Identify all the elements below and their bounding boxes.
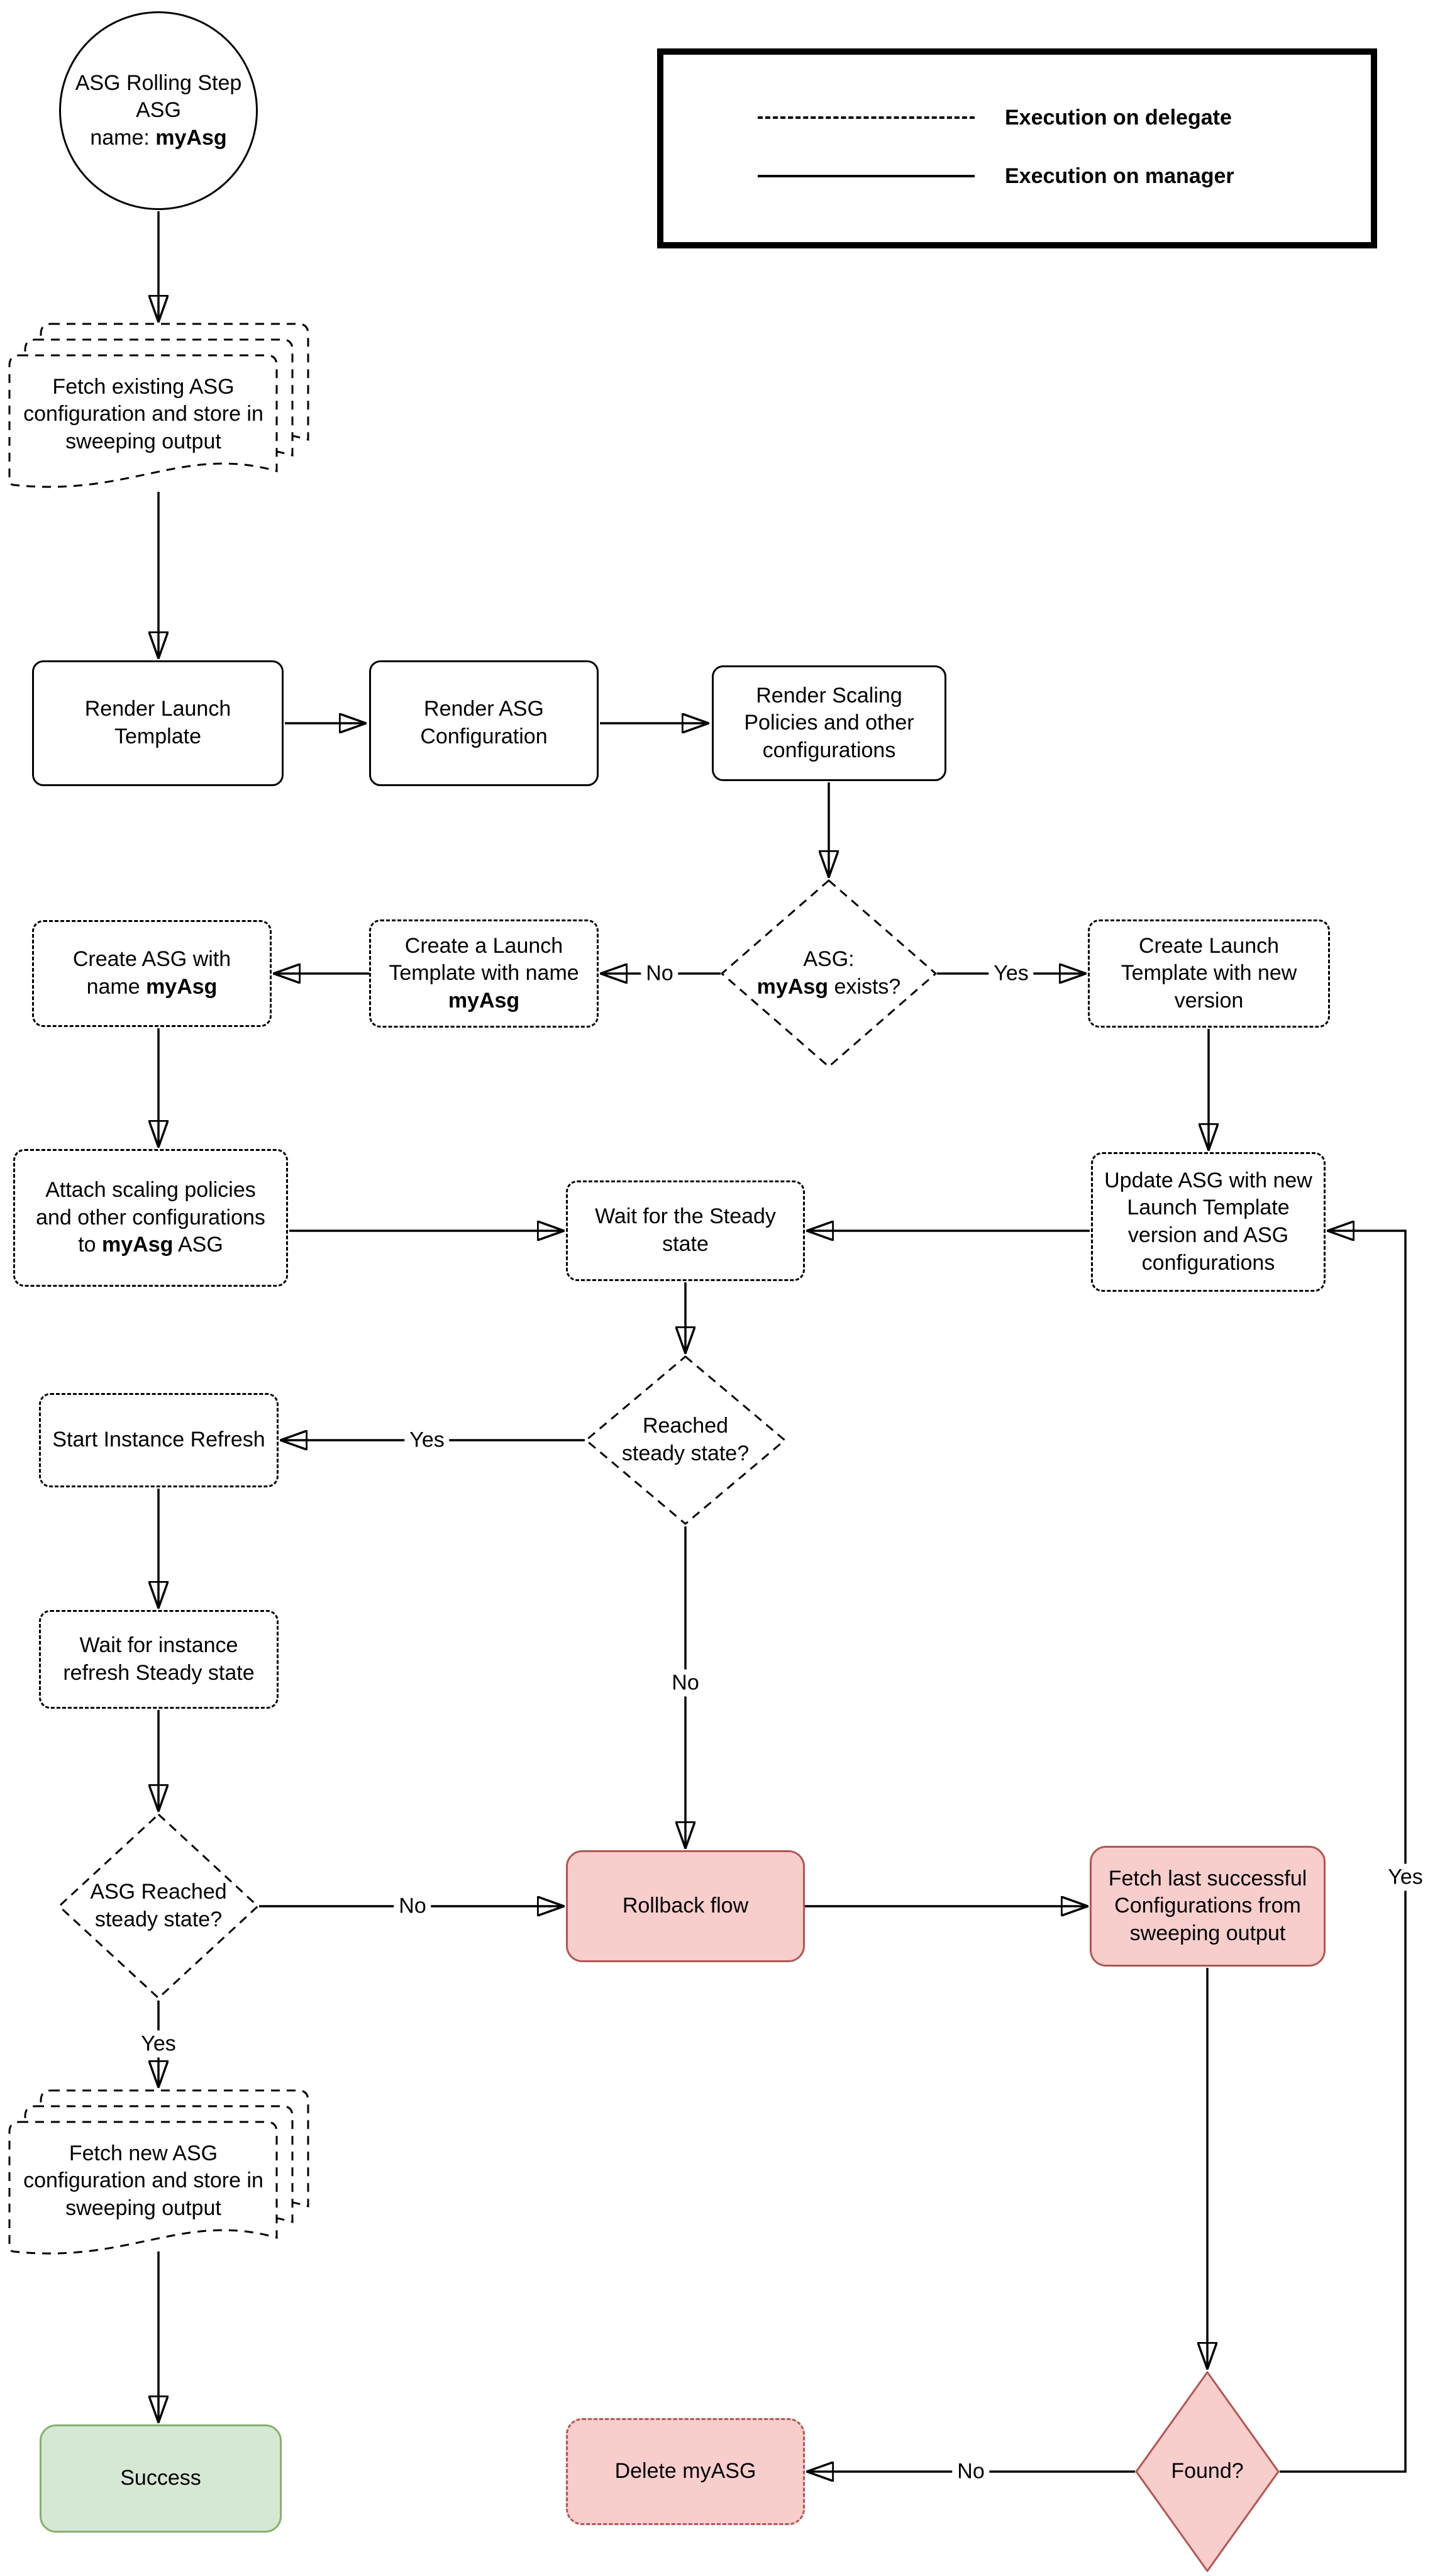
- edge-label-asg-exists-yes: Yes: [989, 960, 1033, 987]
- edge-label-found-no: No: [952, 2458, 989, 2485]
- dashed-line-sample: [758, 116, 975, 119]
- node-render-scaling-policies: Render Scaling Policies and other config…: [712, 665, 946, 781]
- legend-row-manager: Execution on manager: [758, 164, 1234, 189]
- node-start-instance-refresh: Start Instance Refresh: [39, 1393, 279, 1487]
- edge-label-asg-reached-no: No: [394, 1893, 431, 1920]
- start-line1: ASG Rolling Step: [75, 70, 242, 97]
- node-found-decision: Found?: [1135, 2371, 1280, 2572]
- edge-label-found-yes: Yes: [1383, 1864, 1427, 1891]
- fetch-existing-label: Fetch existing ASG configuration and sto…: [13, 359, 274, 470]
- node-wait-instance-refresh: Wait for instance refresh Steady state: [39, 1610, 279, 1709]
- node-asg-reached-steady-decision: ASG Reached steady state?: [58, 1813, 259, 1999]
- fetch-new-label: Fetch new ASG configuration and store in…: [13, 2126, 274, 2236]
- edge-label-reached-yes: Yes: [404, 1427, 449, 1454]
- asg-exists-label: ASG: myAsg exists?: [739, 879, 918, 1068]
- node-render-launch-template: Render Launch Template: [32, 660, 284, 786]
- legend: Execution on delegate Execution on manag…: [657, 48, 1377, 248]
- node-reached-steady-decision: Reached steady state?: [585, 1355, 786, 1525]
- legend-manager-label: Execution on manager: [1005, 164, 1234, 189]
- node-asg-exists-decision: ASG: myAsg exists?: [721, 879, 937, 1068]
- node-attach-scaling-policies: Attach scaling policies and other config…: [13, 1149, 288, 1287]
- found-label: Found?: [1135, 2371, 1280, 2572]
- node-fetch-existing-config: Fetch existing ASG configuration and sto…: [9, 324, 308, 489]
- node-delete-myasg: Delete myASG: [566, 2418, 805, 2525]
- edge-label-reached-no: No: [667, 1670, 704, 1697]
- node-fetch-new-config: Fetch new ASG configuration and store in…: [9, 2090, 308, 2255]
- node-wait-steady-state: Wait for the Steady state: [566, 1180, 805, 1281]
- asg-reached-steady-label: ASG Reached steady state?: [58, 1813, 259, 1999]
- reached-steady-label: Reached steady state?: [585, 1355, 786, 1525]
- node-start-circle: ASG Rolling Step ASG name: myAsg: [59, 11, 258, 210]
- node-create-launch-template-new-version: Create Launch Template with new version: [1088, 919, 1330, 1028]
- legend-row-delegate: Execution on delegate: [758, 105, 1232, 130]
- start-line2: ASG: [75, 97, 242, 125]
- edge-label-asg-reached-yes: Yes: [136, 2031, 180, 2058]
- node-render-asg-configuration: Render ASG Configuration: [369, 660, 599, 786]
- edge-label-asg-exists-no: No: [641, 960, 678, 987]
- node-rollback-flow: Rollback flow: [566, 1850, 805, 1962]
- node-create-asg: Create ASG with name myAsg: [32, 920, 272, 1027]
- start-line3: name: myAsg: [75, 125, 242, 152]
- node-fetch-last-successful: Fetch last successful Configurations fro…: [1090, 1846, 1326, 1967]
- legend-delegate-label: Execution on delegate: [1005, 106, 1232, 130]
- node-update-asg: Update ASG with new Launch Template vers…: [1091, 1152, 1326, 1292]
- node-create-launch-template-myasg: Create a Launch Template with name myAsg: [369, 919, 599, 1028]
- node-success: Success: [40, 2424, 282, 2533]
- solid-line-sample: [758, 175, 975, 177]
